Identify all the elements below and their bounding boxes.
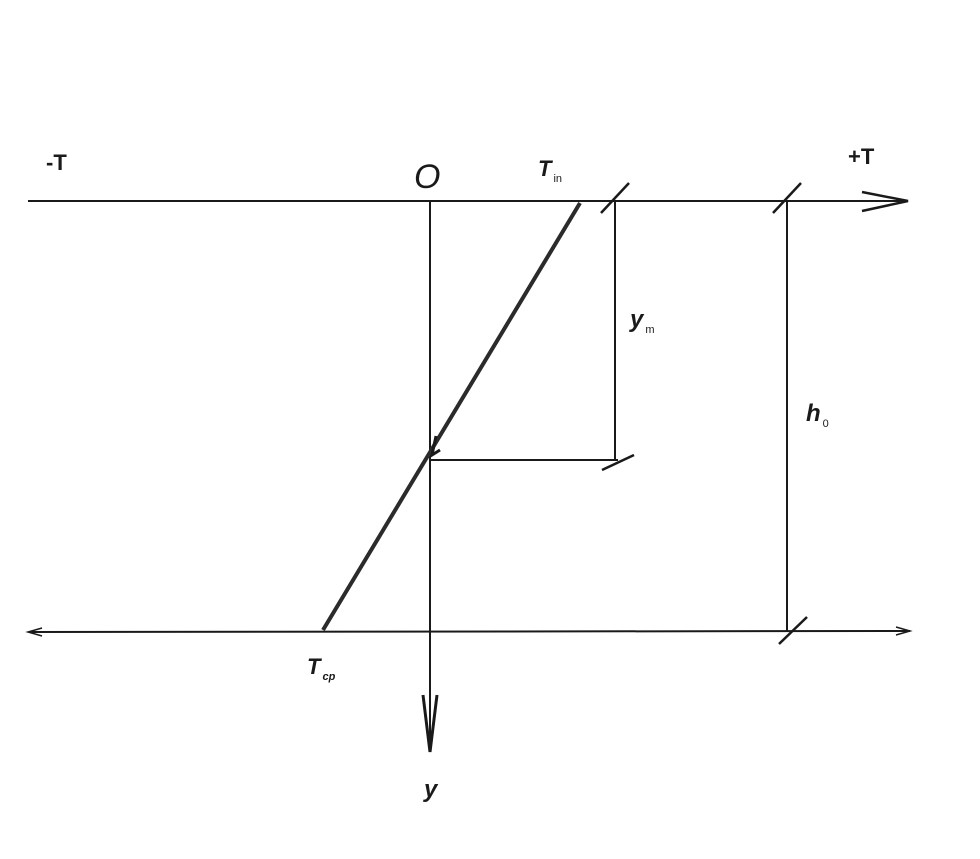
ym-bottom-tick [601,453,635,472]
neg-t-label: -T [46,150,67,175]
h0-main: h [806,400,821,427]
t-in-main: T [538,156,552,181]
temperature-line [321,201,582,632]
t-axis-arrowhead [861,190,909,213]
ym-top-tick [600,182,630,214]
origin-label: O [414,158,441,196]
bottom-boundary-left-arrowhead [25,627,43,637]
ym-subscript: m [645,324,655,336]
bottom-boundary-right-arrowhead [895,626,913,636]
bottom-boundary-line [29,630,911,633]
ym-main: y [630,306,644,333]
y-axis-arrowhead [421,694,439,753]
y-axis-label: y [424,776,438,803]
h0-bottom-tick [778,616,808,645]
intersection-mark [429,435,441,459]
t-cp-main: T [307,654,321,679]
h0-subscript: 0 [822,418,829,430]
t-cp-subscript: cp [322,671,336,683]
pos-t-label: +T [848,144,875,169]
h0-top-tick [772,182,802,214]
t-in-subscript: in [553,173,563,185]
